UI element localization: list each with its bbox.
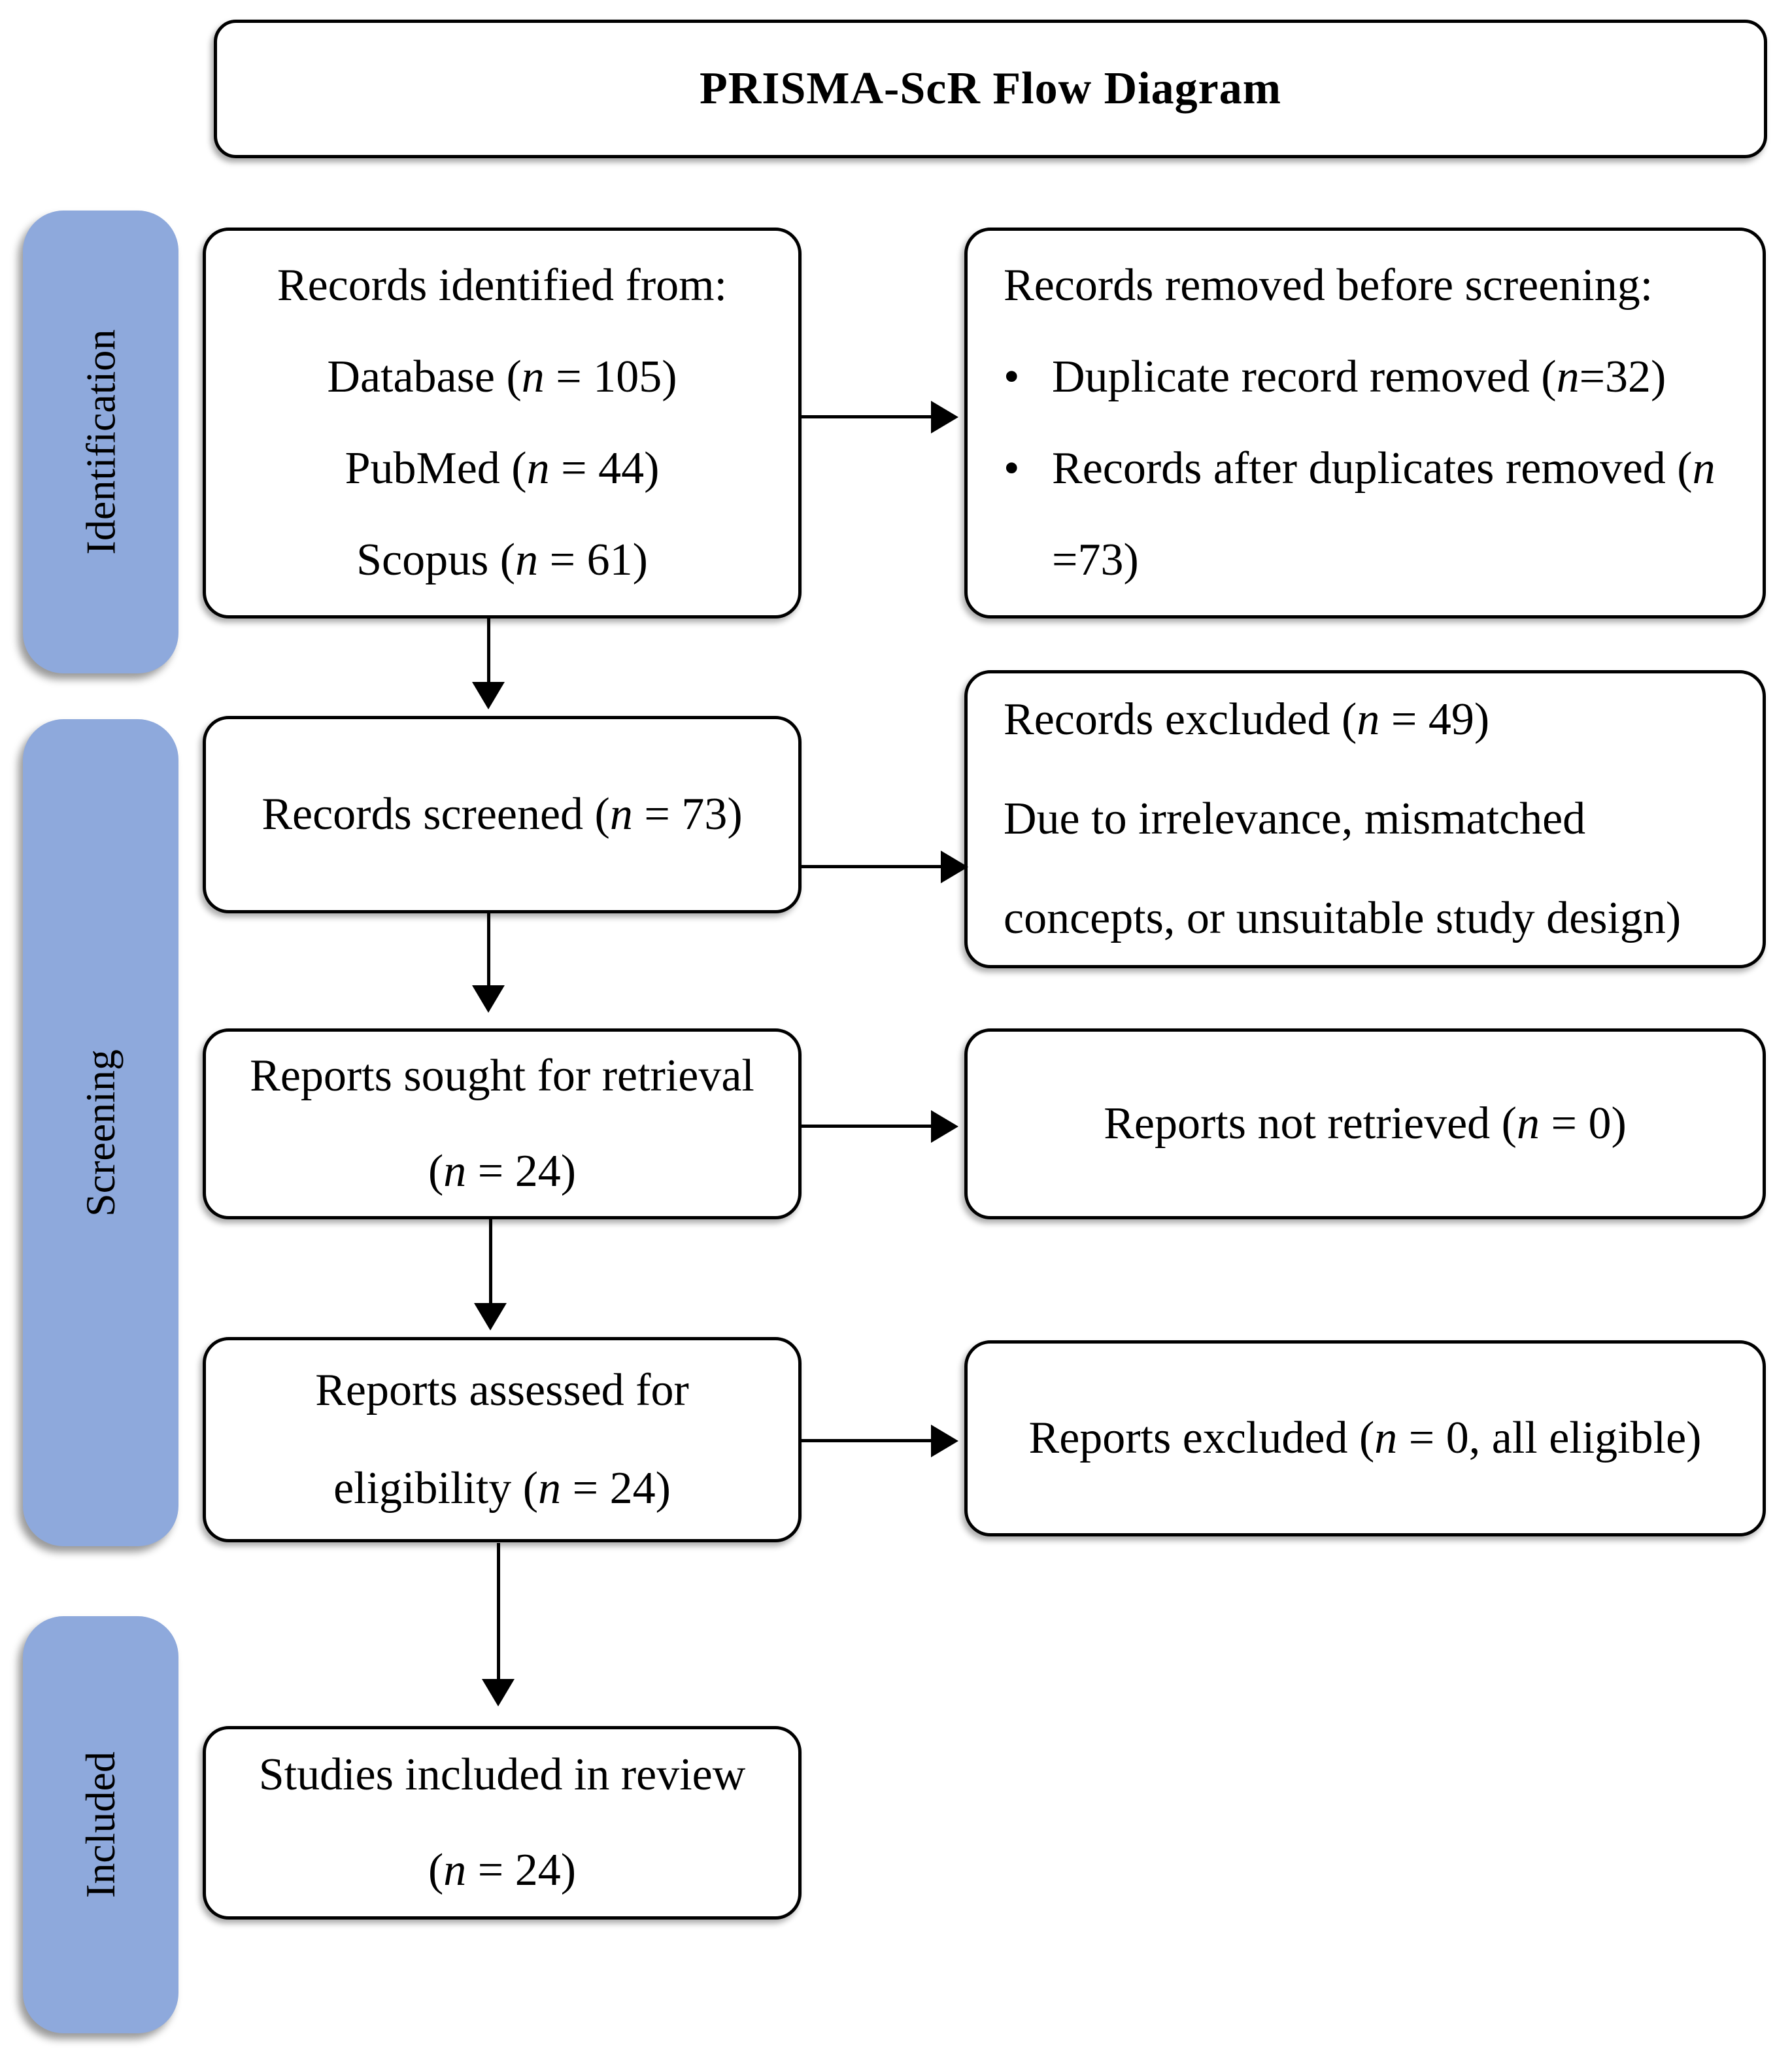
records-identified-line: Records identified from: xyxy=(277,260,728,311)
stage-label-included-text: Included xyxy=(77,1752,124,1898)
arrow-sought-to-notretrieved-head xyxy=(931,1110,958,1143)
stage-label-included: Included xyxy=(23,1616,178,2033)
diagram-title: PRISMA-ScR Flow Diagram xyxy=(699,63,1282,114)
records-excluded-line: Due to irrelevance, mismatched xyxy=(1004,794,1586,844)
reports-assessed-line: Reports assessed for xyxy=(315,1365,689,1415)
records-identified-line: Scopus (n = 61) xyxy=(356,535,648,585)
box-records-identified: Records identified from: Database (n = 1… xyxy=(203,228,802,618)
records-screened-text: Records screened (n = 73) xyxy=(262,789,743,839)
reports-excluded-text: Reports excluded (n = 0, all eligible) xyxy=(1028,1413,1702,1463)
arrow-identified-to-removed-head xyxy=(931,401,958,433)
records-excluded-line: concepts, or unsuitable study design) xyxy=(1004,893,1682,943)
box-studies-included: Studies included in review (n = 24) xyxy=(203,1726,802,1920)
studies-included-line: Studies included in review xyxy=(258,1750,746,1800)
arrow-screened-to-excluded-head xyxy=(941,851,968,883)
reports-sought-line: Reports sought for retrieval xyxy=(250,1051,754,1101)
box-records-screened: Records screened (n = 73) xyxy=(203,716,802,913)
reports-not-retrieved-text: Reports not retrieved (n = 0) xyxy=(1104,1098,1627,1149)
arrow-sought-to-assessed-head xyxy=(474,1303,507,1330)
box-reports-assessed: Reports assessed for eligibility (n = 24… xyxy=(203,1337,802,1542)
box-reports-sought: Reports sought for retrieval (n = 24) xyxy=(203,1028,802,1219)
box-reports-excluded: Reports excluded (n = 0, all eligible) xyxy=(964,1340,1766,1536)
arrow-identified-to-screened-stem xyxy=(487,618,490,683)
arrow-screened-to-sought-head xyxy=(472,985,505,1013)
records-removed-heading: Records removed before screening: xyxy=(1004,260,1653,311)
arrow-sought-to-notretrieved-stem xyxy=(802,1125,932,1128)
stage-label-identification-text: Identification xyxy=(77,329,124,555)
arrow-assessed-to-excluded-head xyxy=(931,1425,958,1457)
box-records-removed: Records removed before screening: Duplic… xyxy=(964,228,1766,618)
reports-assessed-line: eligibility (n = 24) xyxy=(333,1463,671,1514)
arrow-assessed-to-included-head xyxy=(482,1679,515,1706)
records-excluded-line: Records excluded (n = 49) xyxy=(1004,694,1490,745)
bullet-icon xyxy=(1004,423,1052,606)
arrow-screened-to-excluded-stem xyxy=(802,865,942,868)
records-identified-line: PubMed (n = 44) xyxy=(345,443,660,494)
records-removed-bullet: Records after duplicates removed (n =73) xyxy=(1004,423,1733,606)
studies-included-line: (n = 24) xyxy=(428,1845,577,1895)
stage-label-screening-text: Screening xyxy=(77,1049,124,1217)
reports-sought-line: (n = 24) xyxy=(428,1146,577,1196)
arrow-identified-to-removed-stem xyxy=(802,415,932,418)
arrow-sought-to-assessed-stem xyxy=(489,1219,492,1304)
arrow-assessed-to-excluded-stem xyxy=(802,1439,932,1442)
records-identified-line: Database (n = 105) xyxy=(327,352,677,402)
records-removed-bullet: Duplicate record removed (n=32) xyxy=(1004,331,1733,423)
stage-label-identification: Identification xyxy=(23,211,178,673)
arrow-assessed-to-included-stem xyxy=(497,1543,500,1680)
bullet-icon xyxy=(1004,331,1052,423)
stage-label-screening: Screening xyxy=(23,719,178,1546)
arrow-identified-to-screened-head xyxy=(472,682,505,709)
diagram-title-box: PRISMA-ScR Flow Diagram xyxy=(214,20,1767,158)
box-reports-not-retrieved: Reports not retrieved (n = 0) xyxy=(964,1028,1766,1219)
box-records-excluded: Records excluded (n = 49) Due to irrelev… xyxy=(964,670,1766,968)
arrow-screened-to-sought-stem xyxy=(487,913,490,987)
